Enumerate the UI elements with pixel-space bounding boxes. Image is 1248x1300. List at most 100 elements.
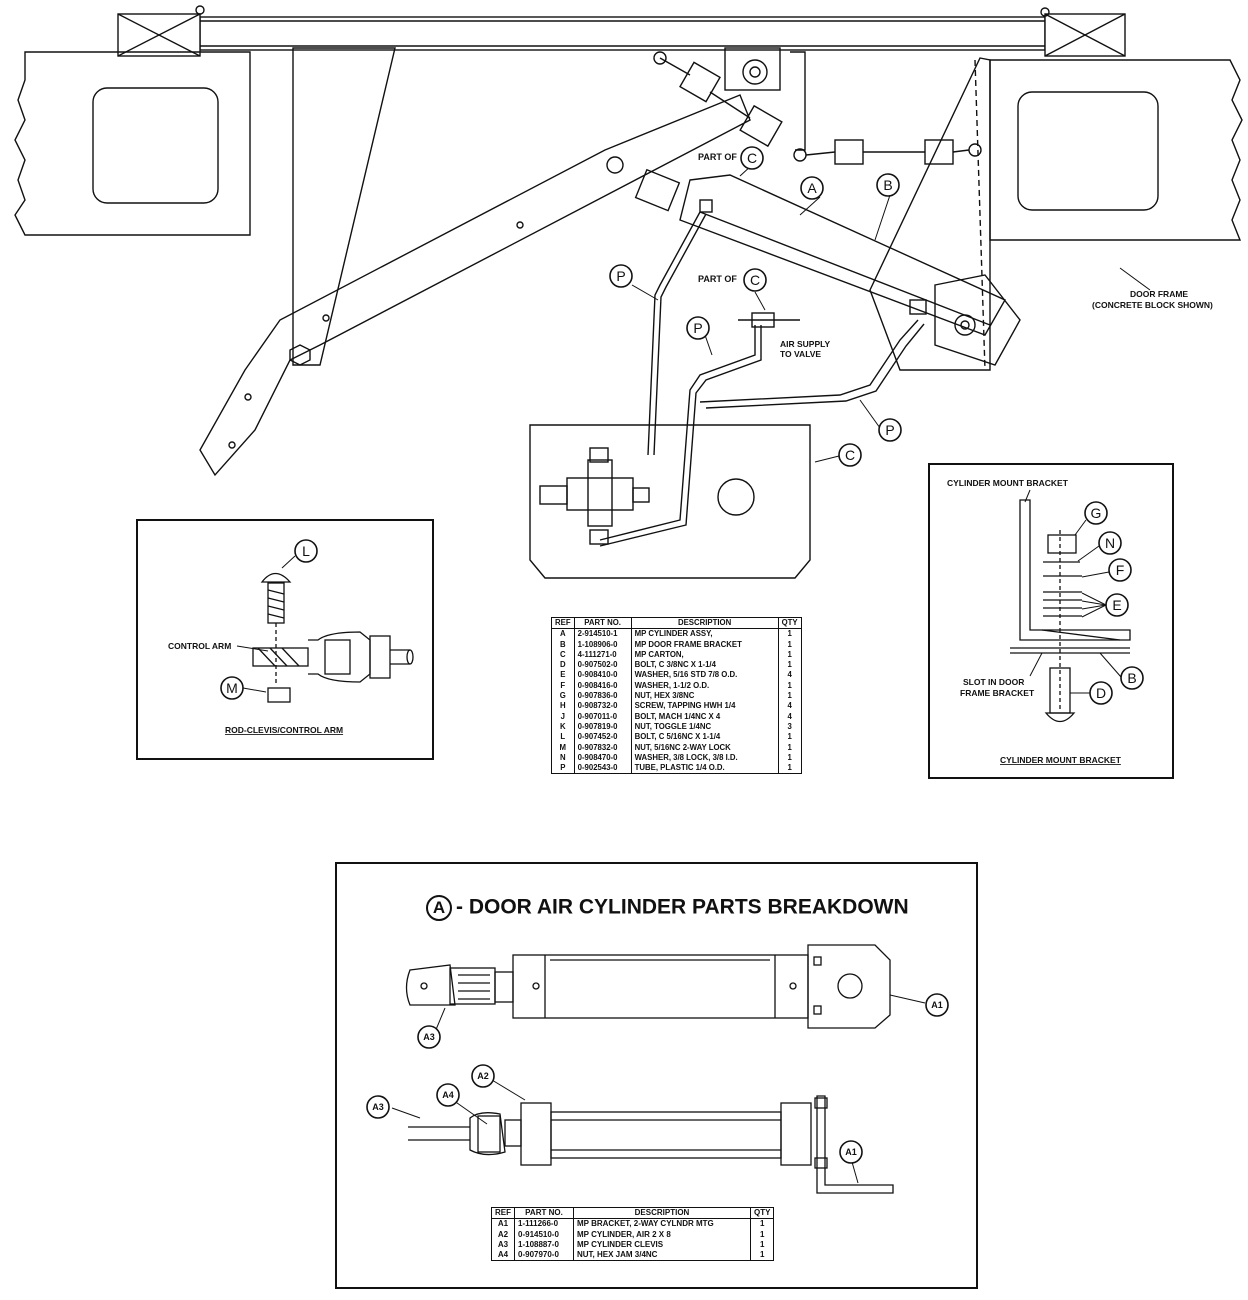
ref-cell: E [551,670,575,681]
cylinder-mount-title: CYLINDER MOUNT BRACKET [1000,755,1122,765]
air-tubes [599,211,925,547]
ref-cell: G [551,691,575,702]
breakdown-title: A- DOOR AIR CYLINDER PARTS BREAKDOWN [426,895,909,921]
description-cell: NUT, 5/16NC 2-WAY LOCK [630,742,779,753]
title-callout-a: A [426,895,452,921]
part-no-cell: 0-907970-0 [514,1250,574,1262]
svg-text:A3: A3 [372,1102,384,1112]
ref-cell: A3 [491,1239,515,1251]
svg-text:M: M [226,680,238,696]
svg-text:A4: A4 [442,1090,454,1100]
description-cell: MP BRACKET, 2-WAY CYLNDR MTG [573,1218,751,1230]
ref-cell: D [551,660,575,671]
callout-g: G [1084,501,1108,525]
qty-cell: 1 [777,639,802,650]
qty-cell: 3 [777,721,802,733]
description-cell: WASHER, 5/16 STD 7/8 O.D. [630,670,779,681]
svg-text:C: C [750,272,760,288]
air-cylinder [634,168,1021,366]
part-no-cell: 0-907452-0 [573,732,632,743]
ref-cell: J [551,711,575,722]
callout-b: B [876,173,900,197]
svg-text:B: B [883,177,892,193]
ref-cell: L [551,732,575,743]
part-no-cell: 1-111266-0 [514,1218,574,1230]
part-no-cell: 2-914510-1 [573,628,632,640]
part-no-cell: 0-908470-0 [573,752,632,764]
cylinder-mount-inset [928,463,1174,779]
qty-cell: 4 [777,711,802,722]
left-concrete-block [14,51,251,236]
door-frame-label-1: DOOR FRAME [1130,289,1188,299]
part-no-cell: 0-907836-0 [573,691,632,702]
description-cell: BOLT, C 3/8NC X 1-1/4 [630,660,779,671]
description-cell: MP CYLINDER ASSY, [630,628,779,640]
spring-right [793,139,982,165]
valve-cross [539,447,650,545]
qty-cell: 1 [777,691,802,702]
qty-cell: 1 [749,1229,775,1240]
breakdown-title-text: - DOOR AIR CYLINDER PARTS BREAKDOWN [456,895,909,919]
callout-a1-bottom: A1 [839,1140,863,1164]
callout-n: N [1098,531,1122,555]
rod-clevis-inset [136,519,434,760]
description-cell: MP CYLINDER, AIR 2 X 8 [573,1229,751,1240]
description-cell: BOLT, C 5/16NC X 1-1/4 [630,732,779,743]
ref-cell: B [551,639,575,650]
ref-cell: F [551,680,575,692]
carton-plate [529,424,811,579]
callout-p-2: P [686,316,710,340]
part-no-cell: 0-902543-0 [573,763,632,775]
ref-cell: A [551,628,575,640]
callout-a3-bottom: A3 [366,1095,390,1119]
cylinder-mount-drawing [1010,499,1131,723]
callout-c-2: C [743,268,767,292]
svg-text:C: C [845,447,855,463]
col-part-no: PART NO. [514,1206,574,1220]
air-supply-label-1: AIR SUPPLY [780,339,831,349]
ref-cell: K [551,721,575,733]
qty-cell: 1 [777,628,802,640]
svg-text:A1: A1 [845,1147,857,1157]
breakdown-cylinder-bottom [408,1095,894,1194]
callout-a3-top: A3 [417,1025,441,1049]
description-cell: NUT, HEX JAM 3/4NC [573,1250,751,1262]
part-no-cell: 4-111271-0 [573,649,632,661]
right-concrete-block [989,59,1243,241]
part-no-cell: 0-907011-0 [573,711,632,722]
col-description: DESCRIPTION [573,1206,751,1220]
description-cell: NUT, HEX 3/8NC [630,691,779,702]
header-beam [199,16,1046,51]
breakdown-panel [335,862,978,1289]
slot-label-1: SLOT IN DOOR [963,677,1024,687]
callout-a4: A4 [436,1083,460,1107]
ref-cell: A1 [491,1218,515,1230]
ref-cell: A2 [491,1229,515,1240]
col-qty: QTY [777,616,802,630]
callout-a2: A2 [471,1064,495,1088]
svg-text:P: P [616,268,625,284]
svg-text:A2: A2 [477,1071,489,1081]
part-no-cell: 0-907832-0 [573,742,632,753]
description-cell: MP CARTON, [630,649,779,661]
cylinder-mount-top-label: CYLINDER MOUNT BRACKET [947,478,1069,488]
svg-text:A1: A1 [931,1000,943,1010]
spring-upper [653,51,783,148]
qty-cell: 1 [777,763,802,775]
callout-a1-top: A1 [925,993,949,1017]
